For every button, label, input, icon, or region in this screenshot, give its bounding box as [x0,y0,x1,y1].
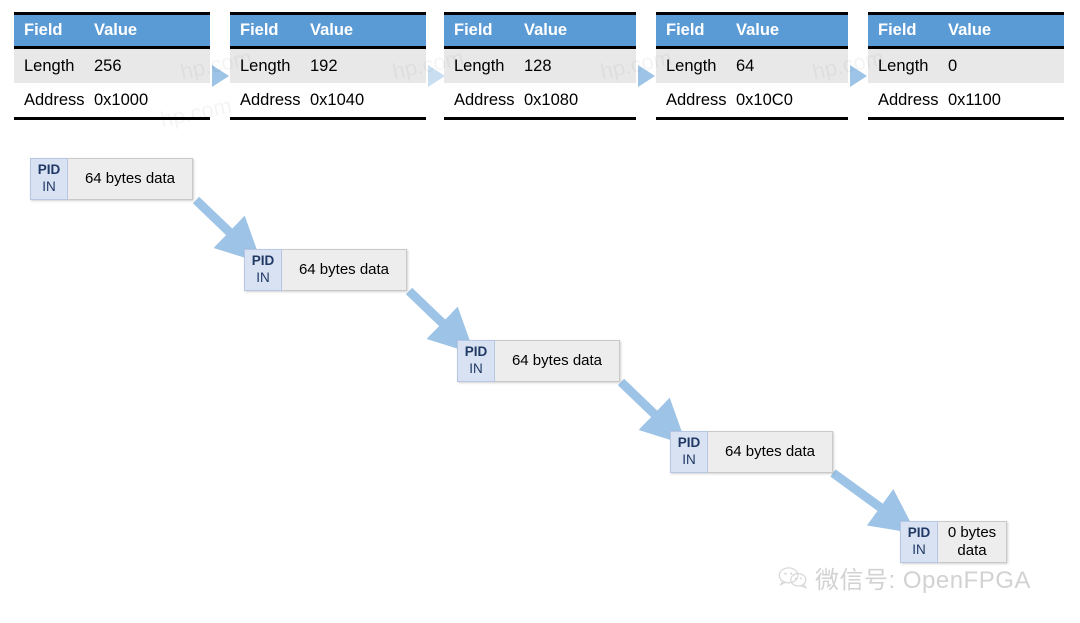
row-value-address: 0x10C0 [736,90,793,109]
table-header-row: Field Value [230,15,426,49]
row-label-length: Length [24,56,75,75]
packet-box-3: PID IN 64 bytes data [457,340,620,382]
pid-label: PID [37,162,61,178]
column-header-value: Value [736,21,780,39]
pid-block: PID IN [30,158,68,200]
pid-direction-label: IN [42,179,56,194]
table-top-rule [868,12,1064,15]
table-row: Length 192 [230,49,426,83]
table-top-rule [656,12,848,15]
table-row: Length 64 [656,49,848,83]
column-header-value: Value [94,21,138,39]
column-header-value: Value [948,21,992,39]
descriptor-table-1: Field Value Length 256 Address 0x1000 [14,12,210,120]
table-header-row: Field Value [444,15,636,49]
row-value-length: 192 [310,56,338,75]
packet-payload-label: 0 bytes data [938,521,1007,563]
packet-payload-label: 64 bytes data [708,431,833,473]
table-top-rule [444,12,636,15]
descriptor-table-4: Field Value Length 64 Address 0x10C0 [656,12,848,120]
pid-label: PID [464,344,488,360]
table-flow-arrow-4 [850,65,867,87]
column-header-field: Field [240,21,279,39]
descriptor-table-5: Field Value Length 0 Address 0x1100 [868,12,1064,120]
packet-payload-label: 64 bytes data [282,249,407,291]
pid-label: PID [251,253,275,269]
row-label-address: Address [24,90,85,109]
flow-arrow-4-to-5 [830,469,917,534]
row-value-address: 0x1100 [948,90,1001,109]
pid-label: PID [907,525,931,541]
row-value-length: 128 [524,56,552,75]
row-label-length: Length [240,56,291,75]
table-row: Address 0x1100 [868,83,1064,117]
descriptor-table-2: Field Value Length 192 Address 0x1040 [230,12,426,120]
row-value-length: 0 [948,56,958,75]
table-bottom-rule [230,117,426,120]
table-flow-arrow-1 [212,65,229,87]
packet-box-1: PID IN 64 bytes data [30,158,193,200]
table-flow-arrow-2 [428,65,445,87]
packet-box-5: PID IN 0 bytes data [900,521,1007,563]
pid-direction-label: IN [469,361,483,376]
packet-box-2: PID IN 64 bytes data [244,249,407,291]
pid-block: PID IN [670,431,708,473]
table-row: Address 0x1040 [230,83,426,117]
table-bottom-rule [868,117,1064,120]
table-bottom-rule [14,117,210,120]
pid-direction-label: IN [256,270,270,285]
row-label-length: Length [878,56,929,75]
table-header-row: Field Value [14,15,210,49]
column-header-field: Field [24,21,63,39]
wechat-icon [778,566,808,589]
row-value-length: 256 [94,56,122,75]
wechat-watermark-text: 微信号: OpenFPGA [815,567,1031,594]
descriptor-table-3: Field Value Length 128 Address 0x1080 [444,12,636,120]
pid-block: PID IN [457,340,495,382]
flow-arrow-3-to-4 [617,378,687,445]
table-row: Address 0x10C0 [656,83,848,117]
pid-block: PID IN [900,521,938,563]
packet-box-4: PID IN 64 bytes data [670,431,833,473]
row-value-address: 0x1080 [524,90,579,109]
column-header-field: Field [454,21,493,39]
row-value-address: 0x1000 [94,90,149,109]
pid-direction-label: IN [912,542,926,557]
wechat-watermark: 微信号: OpenFPGA [778,560,1031,595]
table-flow-arrow-3 [638,65,655,87]
packet-payload-label: 64 bytes data [68,158,193,200]
row-label-address: Address [454,90,515,109]
pid-direction-label: IN [682,452,696,467]
table-row: Address 0x1080 [444,83,636,117]
table-row: Length 128 [444,49,636,83]
column-header-field: Field [666,21,705,39]
row-label-length: Length [454,56,505,75]
row-label-address: Address [666,90,727,109]
table-top-rule [14,12,210,15]
column-header-field: Field [878,21,917,39]
table-header-row: Field Value [656,15,848,49]
table-row: Length 256 [14,49,210,83]
flow-arrow-1-to-2 [192,196,262,263]
column-header-value: Value [524,21,568,39]
row-label-address: Address [878,90,939,109]
table-bottom-rule [444,117,636,120]
table-row: Length 0 [868,49,1064,83]
row-label-address: Address [240,90,301,109]
pid-label: PID [677,435,701,451]
packet-payload-label: 64 bytes data [495,340,620,382]
table-row: Address 0x1000 [14,83,210,117]
flow-arrow-2-to-3 [405,287,475,354]
pid-block: PID IN [244,249,282,291]
column-header-value: Value [310,21,354,39]
table-bottom-rule [656,117,848,120]
row-value-length: 64 [736,56,755,75]
table-header-row: Field Value [868,15,1064,49]
row-label-length: Length [666,56,717,75]
row-value-address: 0x1040 [310,90,365,109]
table-top-rule [230,12,426,15]
